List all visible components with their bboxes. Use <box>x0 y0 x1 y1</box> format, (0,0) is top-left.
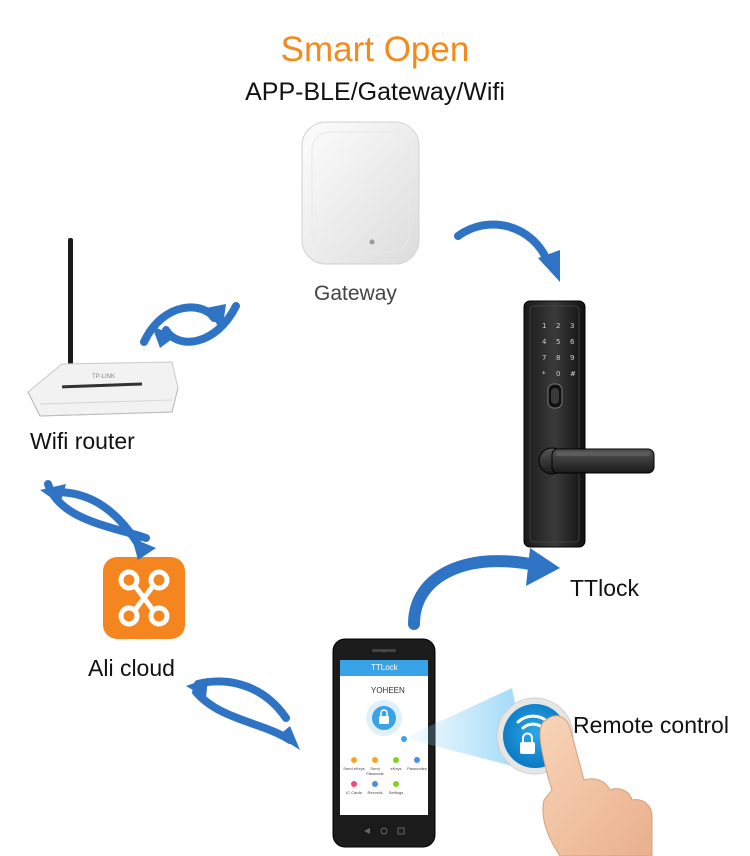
svg-text:3: 3 <box>570 322 574 330</box>
label-ali-cloud: Ali cloud <box>88 655 175 681</box>
svg-text:2: 2 <box>556 322 560 330</box>
arrow-phone-to-ali <box>194 677 290 722</box>
label-wifi-router: Wifi router <box>30 428 135 454</box>
phone-menu-ic-cards: IC Cards <box>346 790 362 795</box>
label-remote-control: Remote control <box>573 712 729 738</box>
phone-menu-settings: Settings <box>388 790 404 795</box>
svg-text:6: 6 <box>570 338 575 346</box>
svg-text:4: 4 <box>542 338 547 346</box>
phone-menu-passcodes: Passcodes <box>407 766 427 771</box>
router-brand: TP-LINK <box>92 374 115 380</box>
phone-menu-records: Records <box>367 790 383 795</box>
svg-text:1: 1 <box>542 322 546 330</box>
arrow-heads <box>40 250 560 750</box>
phone-menu-ekeys: eKeys <box>390 766 402 771</box>
phone-menu-send-passcode: Send Passcode <box>366 766 384 776</box>
ttlock-device: 1 2 3 4 5 6 7 8 9 * 0 # <box>523 300 655 548</box>
ali-cloud-logo <box>103 557 185 639</box>
svg-text:8: 8 <box>556 354 560 362</box>
arrow-ali-to-phone <box>192 688 294 744</box>
phone-lock-name: YOHEEN <box>371 686 405 695</box>
arrow-phone-to-lock <box>408 555 546 630</box>
hand-illustration <box>539 715 653 856</box>
svg-text:#: # <box>570 370 576 378</box>
phone-menu-send-ekeys: Send eKeys <box>343 766 365 771</box>
svg-text:*: * <box>542 370 546 378</box>
diagram-title: Smart Open <box>280 30 470 69</box>
arrow-gateway-to-lock <box>454 220 552 266</box>
label-gateway: Gateway <box>314 282 397 305</box>
svg-text:7: 7 <box>542 354 546 362</box>
arrow-ali-to-router <box>52 488 142 548</box>
label-ttlock: TTlock <box>570 575 639 601</box>
svg-text:9: 9 <box>570 354 574 362</box>
svg-text:0: 0 <box>556 370 560 378</box>
gateway-device <box>301 121 420 265</box>
wifi-router-device: TP-LINK <box>27 238 179 417</box>
phone-app-title: TTLock <box>371 663 398 672</box>
signal-beam <box>404 688 528 770</box>
svg-text:5: 5 <box>556 338 560 346</box>
diagram-subtitle: APP-BLE/Gateway/Wifi <box>245 78 505 106</box>
